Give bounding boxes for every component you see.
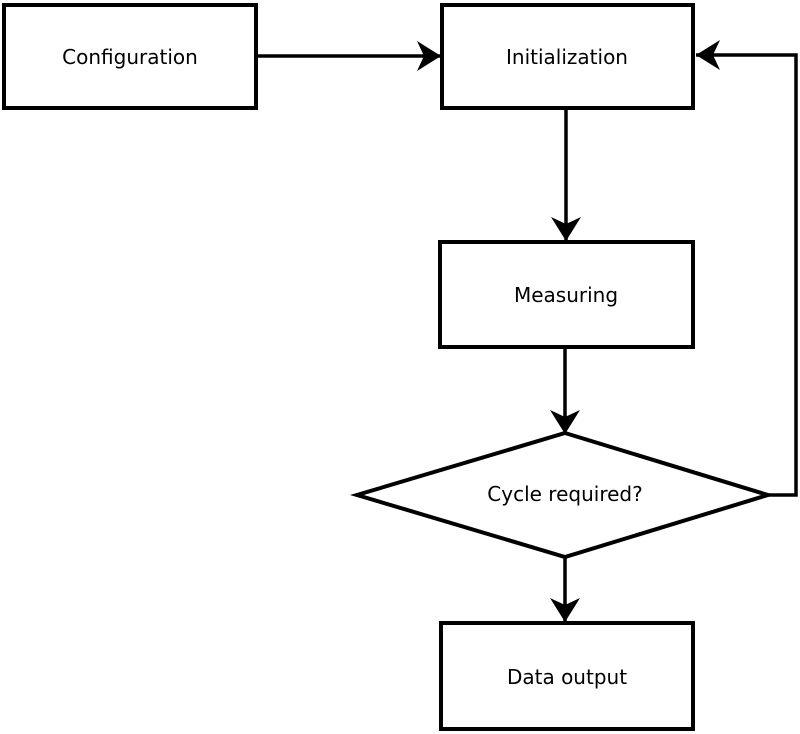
node-measuring-shape xyxy=(438,240,695,349)
node-cycle-required-shape xyxy=(349,430,775,560)
node-configuration-shape xyxy=(2,3,258,110)
node-initialization-label: Initialization xyxy=(506,45,628,69)
node-data-output-shape xyxy=(439,621,695,731)
edge-cycle-required-to-initialization-loop xyxy=(696,40,798,497)
node-configuration-label: Configuration xyxy=(62,45,198,69)
node-initialization-shape xyxy=(440,3,695,110)
node-cycle-required-label: Cycle required? xyxy=(487,482,642,506)
node-data-output-label: Data output xyxy=(507,665,627,689)
node-measuring-label: Measuring xyxy=(514,283,618,307)
